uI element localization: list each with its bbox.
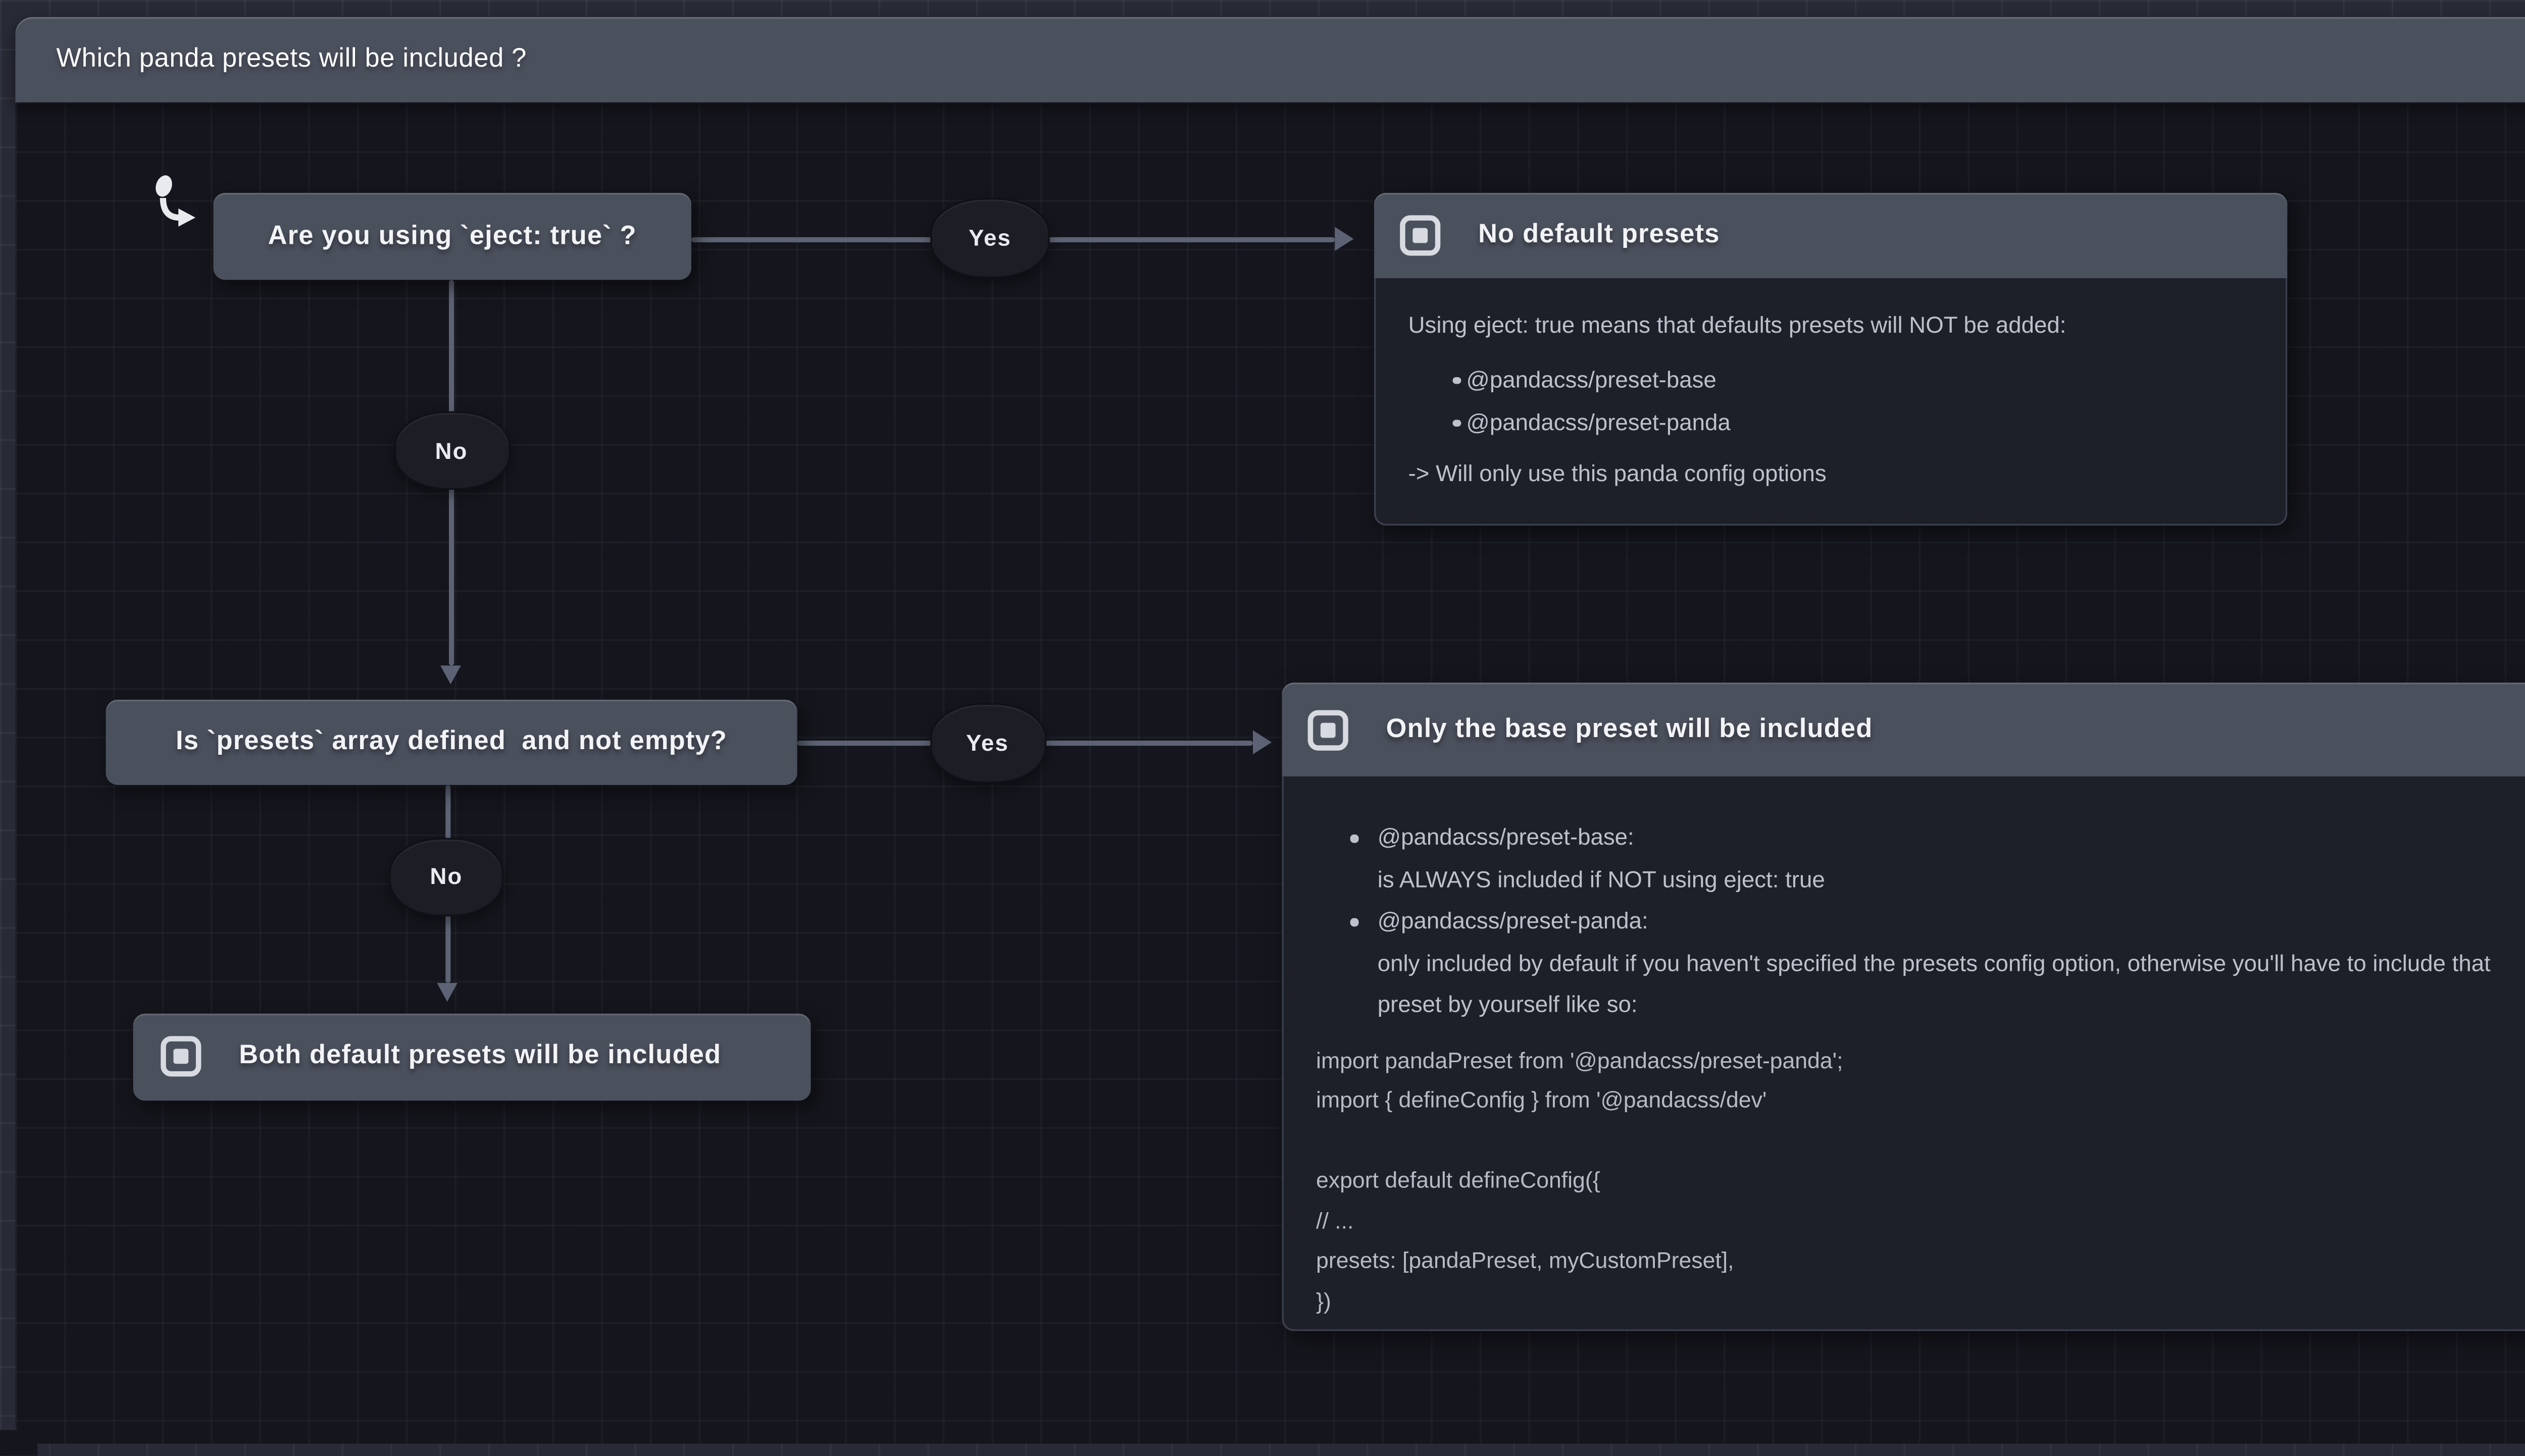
node-result-both-presets[interactable]: Both default presets will be included — [133, 1013, 811, 1100]
code-line: export default defineConfig({ — [1316, 1167, 1600, 1193]
edge-label-no[interactable]: No — [393, 411, 510, 490]
frame-icon — [161, 1036, 201, 1077]
arrow-down-icon — [440, 665, 461, 685]
frame-icon — [1307, 709, 1348, 750]
card-intro: Using eject: true means that defaults pr… — [1408, 312, 2066, 338]
node-label: Are you using `eject: true` ? — [268, 221, 637, 250]
edge-label-no[interactable]: No — [389, 837, 504, 916]
preset-name: @pandacss/preset-panda: — [1377, 908, 1648, 933]
code-line: import { defineConfig } from '@pandacss/… — [1316, 1087, 1767, 1113]
edge-label-yes[interactable]: Yes — [930, 198, 1050, 278]
edge-label-yes[interactable]: Yes — [929, 702, 1046, 783]
list-item: @pandacss/preset-panda: only included by… — [1316, 901, 2525, 1026]
code-line — [1316, 1120, 2525, 1160]
card-base-preset-only[interactable]: Only the base preset will be included @p… — [1282, 683, 2525, 1331]
list-item: @pandacss/preset-panda — [1408, 401, 2255, 444]
card-body: Using eject: true means that defaults pr… — [1374, 278, 2288, 526]
list-item: @pandacss/preset-base — [1408, 358, 2255, 401]
card-outro: -> Will only use this panda config optio… — [1408, 460, 1827, 487]
frame-icon — [1400, 215, 1441, 256]
card-header: No default presets — [1374, 192, 2288, 278]
preset-detail-list: @pandacss/preset-base: is ALWAYS include… — [1316, 817, 2525, 1026]
code-line: presets: [pandaPreset, myCustomPreset], — [1316, 1247, 1734, 1273]
card-no-default-presets[interactable]: No default presets Using eject: true mea… — [1374, 192, 2288, 526]
node-question-presets-array[interactable]: Is `presets` array defined and not empty… — [106, 699, 797, 785]
list-item: @pandacss/preset-base: is ALWAYS include… — [1316, 817, 2525, 901]
node-label: Is `presets` array defined and not empty… — [176, 726, 728, 756]
page-title: Which panda presets will be included ? — [56, 44, 527, 74]
node-label: Both default presets will be included — [239, 1041, 722, 1070]
node-question-eject-true[interactable]: Are you using `eject: true` ? — [213, 192, 691, 280]
diagram-canvas[interactable]: Are you using `eject: true` ? Is `preset… — [15, 102, 2525, 1444]
preset-list: @pandacss/preset-base @pandacss/preset-p… — [1408, 358, 2255, 444]
preset-desc: is ALWAYS included if NOT using eject: t… — [1377, 866, 1825, 892]
cursor-arrow-icon — [156, 175, 196, 227]
bottom-left-widget — [0, 1430, 38, 1456]
card-title: Only the base preset will be included — [1386, 714, 1873, 744]
card-header: Only the base preset will be included — [1282, 683, 2525, 776]
diagram-title-bar: Which panda presets will be included ? — [15, 17, 2525, 102]
code-line: import pandaPreset from '@pandacss/prese… — [1316, 1047, 1843, 1073]
arrow-right-icon — [1335, 227, 1354, 251]
code-line: }) — [1316, 1287, 1331, 1313]
card-body: @pandacss/preset-base: is ALWAYS include… — [1282, 776, 2525, 1331]
code-snippet: import pandaPreset from '@pandacss/prese… — [1316, 1040, 2525, 1321]
preset-desc: only included by default if you haven't … — [1377, 950, 2491, 1017]
arrow-down-icon — [436, 982, 457, 1002]
arrow-right-icon — [1252, 730, 1272, 755]
preset-name: @pandacss/preset-base: — [1377, 824, 1634, 850]
card-title: No default presets — [1478, 220, 1720, 249]
code-line: // ... — [1316, 1207, 1354, 1233]
